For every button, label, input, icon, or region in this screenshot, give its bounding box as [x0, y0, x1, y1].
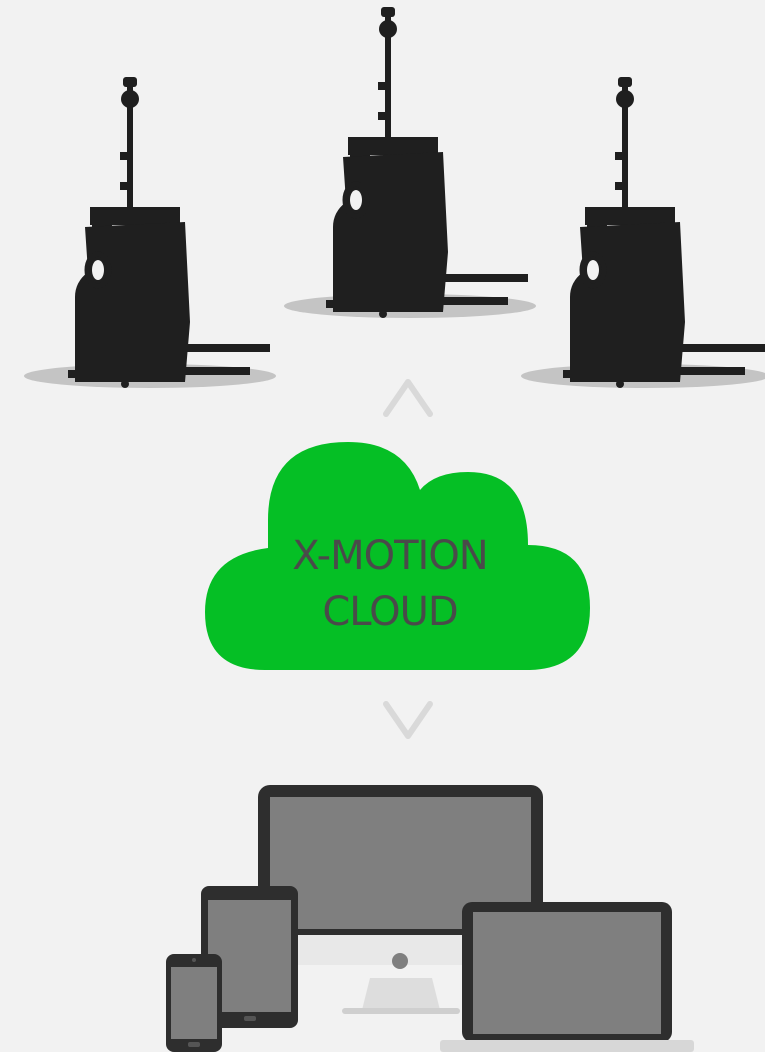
- forklift-robot-icon: [68, 77, 270, 388]
- chevron-down-icon: [386, 704, 430, 736]
- laptop-icon: [440, 902, 694, 1052]
- vehicle-left: [24, 77, 276, 388]
- vehicle-right: [521, 77, 765, 388]
- forklift-robot-icon: [326, 7, 528, 318]
- chevron-up-icon: [386, 382, 430, 414]
- smartphone-icon: [166, 954, 222, 1052]
- forklift-robot-icon: [563, 77, 765, 388]
- vehicle-center: [284, 7, 536, 318]
- cloud-shape: [205, 442, 590, 670]
- devices-group: [166, 785, 694, 1052]
